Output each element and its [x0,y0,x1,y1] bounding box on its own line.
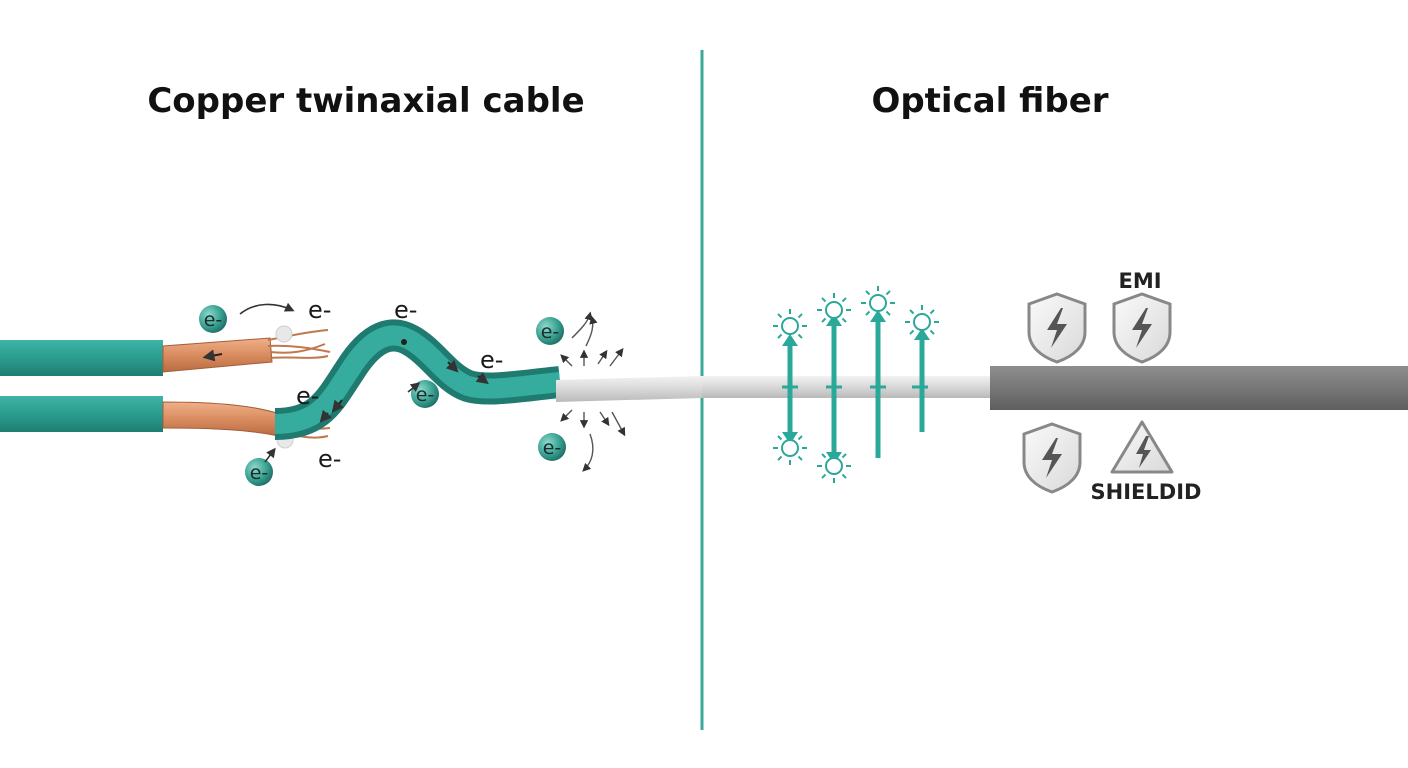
fiber-core [702,376,992,398]
lightning-bolt-icon [1047,308,1067,348]
flow-dot [401,339,407,345]
electron-icon: e- [536,317,564,345]
light-pulse-icon [861,286,895,320]
shield-icon [1112,292,1172,364]
shield-icon [1022,422,1082,494]
twisted-cable-highlight [274,325,561,434]
right-title: Optical fiber [871,81,1108,121]
solder-bead [275,325,293,343]
optical-fiber-illustration: EMI SHIELDID [702,269,1408,504]
current-arrow [202,349,223,362]
shield-icon [1027,292,1087,364]
electron-icon: e- [199,305,227,333]
lightning-bolt-icon [1132,308,1152,348]
transition-cable [556,376,702,402]
electron-label: e- [318,445,341,473]
top-jacket [0,340,163,376]
svg-text:e-: e- [204,309,223,331]
flow-arrow [475,372,489,385]
top-frayed-strands [267,329,331,359]
svg-text:e-: e- [416,384,435,406]
bottom-copper-conductor [162,401,281,437]
left-title: Copper twinaxial cable [147,81,584,121]
shield-label: SHIELDID [1091,480,1202,504]
electron-label: e- [394,296,417,324]
flow-arrow [331,399,344,413]
svg-text:e-: e- [541,321,560,343]
electron-icon: e- [538,433,566,461]
electron-icon: e- [245,458,273,486]
light-pulse-icon [905,305,939,339]
warning-triangle-icon [1110,420,1174,474]
lightning-bolt-icon [1136,436,1151,468]
electron-icon: e- [411,380,439,408]
light-pulse-icon [817,293,851,327]
light-pulse-icon [817,449,851,483]
svg-text:e-: e- [543,437,562,459]
light-pulse-icon [773,309,807,343]
electron-label: e- [308,296,331,324]
electron-motion-arrow [407,382,421,393]
copper-cable-illustration: e- e- e- e- e- e- e- e- e- e- [0,296,702,486]
electron-motion-arrow [264,447,276,463]
electron-label: e- [296,382,319,410]
light-signal-arrows [787,318,925,460]
svg-text:e-: e- [250,462,269,484]
light-pulse-icons [773,286,939,483]
flow-arrow [319,409,333,423]
emi-label: EMI [1118,269,1161,293]
electron-label: e- [480,346,503,374]
fiber-jacket [990,366,1408,410]
bottom-jacket [0,396,163,432]
lightning-bolt-icon [1042,438,1062,478]
light-pulse-icon [773,431,807,465]
emi-radiation-arrows [560,311,626,472]
electron-motion-arrow [239,302,295,315]
flow-arrow [445,359,459,373]
